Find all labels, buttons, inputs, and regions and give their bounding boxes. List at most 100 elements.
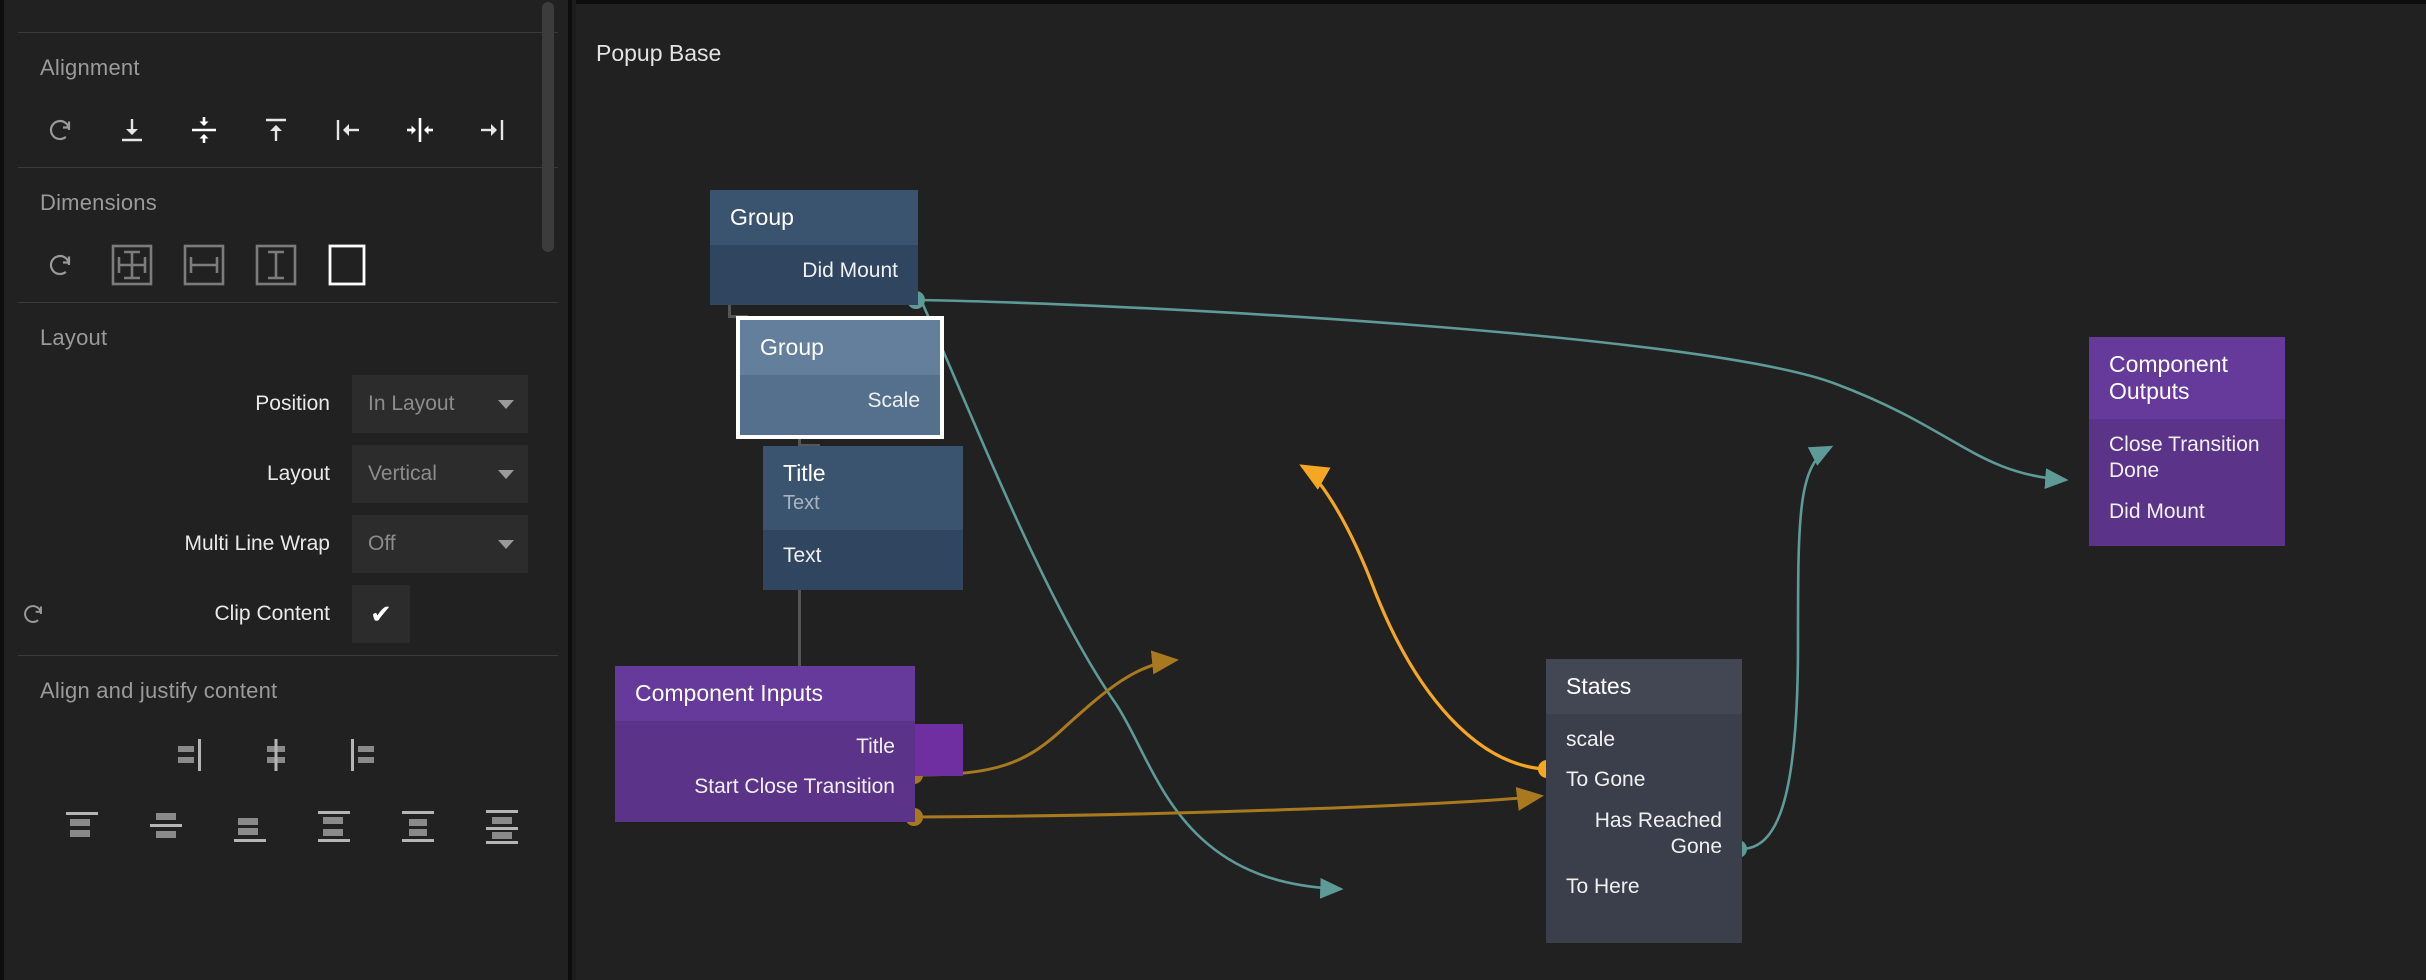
size-width-icon[interactable] — [168, 237, 240, 293]
page-title: Popup Base — [596, 40, 722, 66]
layout-section-title: Layout — [40, 325, 108, 350]
size-both-icon[interactable] — [96, 237, 168, 293]
clip-content-checkbox[interactable]: ✔ — [352, 585, 410, 643]
node-title-text[interactable]: Title Text Text — [763, 446, 963, 591]
output-port-start-close-transition[interactable]: Start Close Transition — [694, 775, 895, 799]
size-height-icon[interactable] — [240, 237, 312, 293]
sidebar-resize-handle[interactable] — [568, 0, 572, 980]
edge-scale-to-group-scale — [1299, 464, 1545, 771]
divider — [18, 167, 558, 168]
align-content-space-evenly-icon[interactable] — [460, 795, 544, 857]
node-group-child[interactable]: Group Scale — [736, 316, 944, 440]
reset-dimensions-icon[interactable] — [24, 237, 96, 293]
align-content-space-between-icon[interactable] — [292, 795, 376, 857]
align-content-end-icon[interactable] — [208, 795, 292, 857]
align-vertical-center-icon[interactable] — [168, 102, 240, 158]
edge-didmount-to-tohere — [919, 299, 1344, 899]
layout-label: Layout — [266, 462, 330, 485]
chevron-down-icon — [498, 399, 514, 409]
reset-clip-content-icon[interactable] — [4, 599, 62, 629]
multi-line-wrap-label: Multi Line Wrap — [184, 532, 330, 555]
layout-select[interactable]: Vertical — [352, 445, 528, 503]
properties-sidebar: Alignment — [0, 0, 572, 980]
node-subtitle: Text — [763, 491, 963, 530]
row-layout: Layout Vertical — [4, 439, 572, 509]
sidebar-scrollbar-thumb[interactable] — [542, 2, 554, 252]
node-body: Title Start Close Transition — [615, 721, 915, 822]
position-value: In Layout — [368, 392, 455, 415]
clip-content-label: Clip Content — [214, 602, 330, 625]
edge-didmount-to-outputs — [920, 298, 2069, 489]
node-title: Title — [763, 446, 963, 491]
justify-row — [4, 722, 572, 788]
node-group-root[interactable]: Group Did Mount — [710, 190, 918, 306]
row-position: Position In Layout — [4, 369, 572, 439]
output-port-title[interactable]: Title — [856, 735, 895, 758]
row-clip-content: Clip Content ✔ — [4, 579, 572, 649]
chevron-down-icon — [498, 539, 514, 549]
alignment-icon-row — [4, 99, 572, 161]
node-title: Component Inputs — [615, 666, 915, 721]
align-content-row — [4, 788, 572, 864]
align-justify-section-title: Align and justify content — [40, 678, 278, 703]
node-component-outputs[interactable]: Component Outputs Close Transition Done … — [2089, 337, 2285, 546]
layout-section: Layout Position In Layout Layout Vertica… — [4, 303, 572, 655]
divider — [18, 655, 558, 656]
dimensions-section-title: Dimensions — [40, 190, 157, 215]
input-port-scale[interactable]: scale — [1566, 728, 1616, 751]
tree-connector-horizontal — [798, 444, 820, 447]
alignment-section-title: Alignment — [40, 55, 140, 80]
size-fixed-icon[interactable] — [312, 237, 384, 293]
node-title: Group — [710, 190, 918, 245]
justify-start-icon[interactable] — [150, 724, 234, 786]
edge-hasreachedgone-to-closetransitiondone — [1740, 445, 1834, 851]
input-port-to-here[interactable]: To Here — [1566, 875, 1640, 898]
position-label: Position — [255, 392, 330, 415]
node-states[interactable]: States scale To Gone Has Reached Gone To… — [1546, 659, 1742, 944]
align-left-icon[interactable] — [312, 102, 384, 158]
chevron-down-icon — [498, 469, 514, 479]
input-port-scale[interactable]: Scale — [867, 389, 920, 412]
dimensions-section: Dimensions — [4, 168, 572, 302]
input-port-did-mount[interactable]: Did Mount — [2109, 499, 2205, 523]
sidebar-top-strip — [4, 0, 572, 32]
node-title-label: Title — [783, 460, 826, 486]
justify-end-icon[interactable] — [318, 724, 402, 786]
node-body: Text — [763, 530, 963, 591]
dimensions-icon-row — [4, 234, 572, 296]
node-body: Did Mount — [710, 245, 918, 306]
justify-center-icon[interactable] — [234, 724, 318, 786]
input-port-to-gone[interactable]: To Gone — [1566, 768, 1646, 792]
align-top-icon[interactable] — [240, 102, 312, 158]
check-icon: ✔ — [370, 598, 392, 629]
node-graph-canvas[interactable]: Popup Base — [576, 0, 2426, 980]
output-port-did-mount[interactable]: Did Mount — [802, 259, 898, 282]
align-justify-section: Align and justify content — [4, 656, 572, 870]
node-body: scale To Gone Has Reached Gone To Here — [1546, 714, 1742, 944]
reset-alignment-icon[interactable] — [24, 102, 96, 158]
row-multi-line-wrap: Multi Line Wrap Off — [4, 509, 572, 579]
node-body: Close Transition Done Did Mount — [2089, 419, 2285, 546]
output-port-has-reached-gone[interactable]: Has Reached Gone — [1594, 808, 1722, 858]
position-select[interactable]: In Layout — [352, 375, 528, 433]
multi-line-wrap-select[interactable]: Off — [352, 515, 528, 573]
alignment-section: Alignment — [4, 33, 572, 167]
input-port-close-transition-done[interactable]: Close Transition Done — [2109, 433, 2260, 483]
input-port-text[interactable]: Text — [783, 544, 822, 567]
edge-startclosetransition-to-togone — [915, 787, 1544, 819]
node-title: Group — [740, 320, 940, 375]
divider — [18, 32, 558, 33]
node-body: Scale — [740, 375, 940, 436]
align-bottom-icon[interactable] — [96, 102, 168, 158]
node-component-inputs[interactable]: Component Inputs Title Start Close Trans… — [615, 666, 915, 822]
align-content-start-icon[interactable] — [40, 795, 124, 857]
align-horizontal-center-icon[interactable] — [384, 102, 456, 158]
multi-line-wrap-value: Off — [368, 532, 396, 555]
layout-value: Vertical — [368, 462, 437, 485]
node-title: Component Outputs — [2089, 337, 2285, 419]
align-right-icon[interactable] — [456, 102, 528, 158]
align-content-space-around-icon[interactable] — [376, 795, 460, 857]
align-content-center-icon[interactable] — [124, 795, 208, 857]
node-title: States — [1546, 659, 1742, 714]
